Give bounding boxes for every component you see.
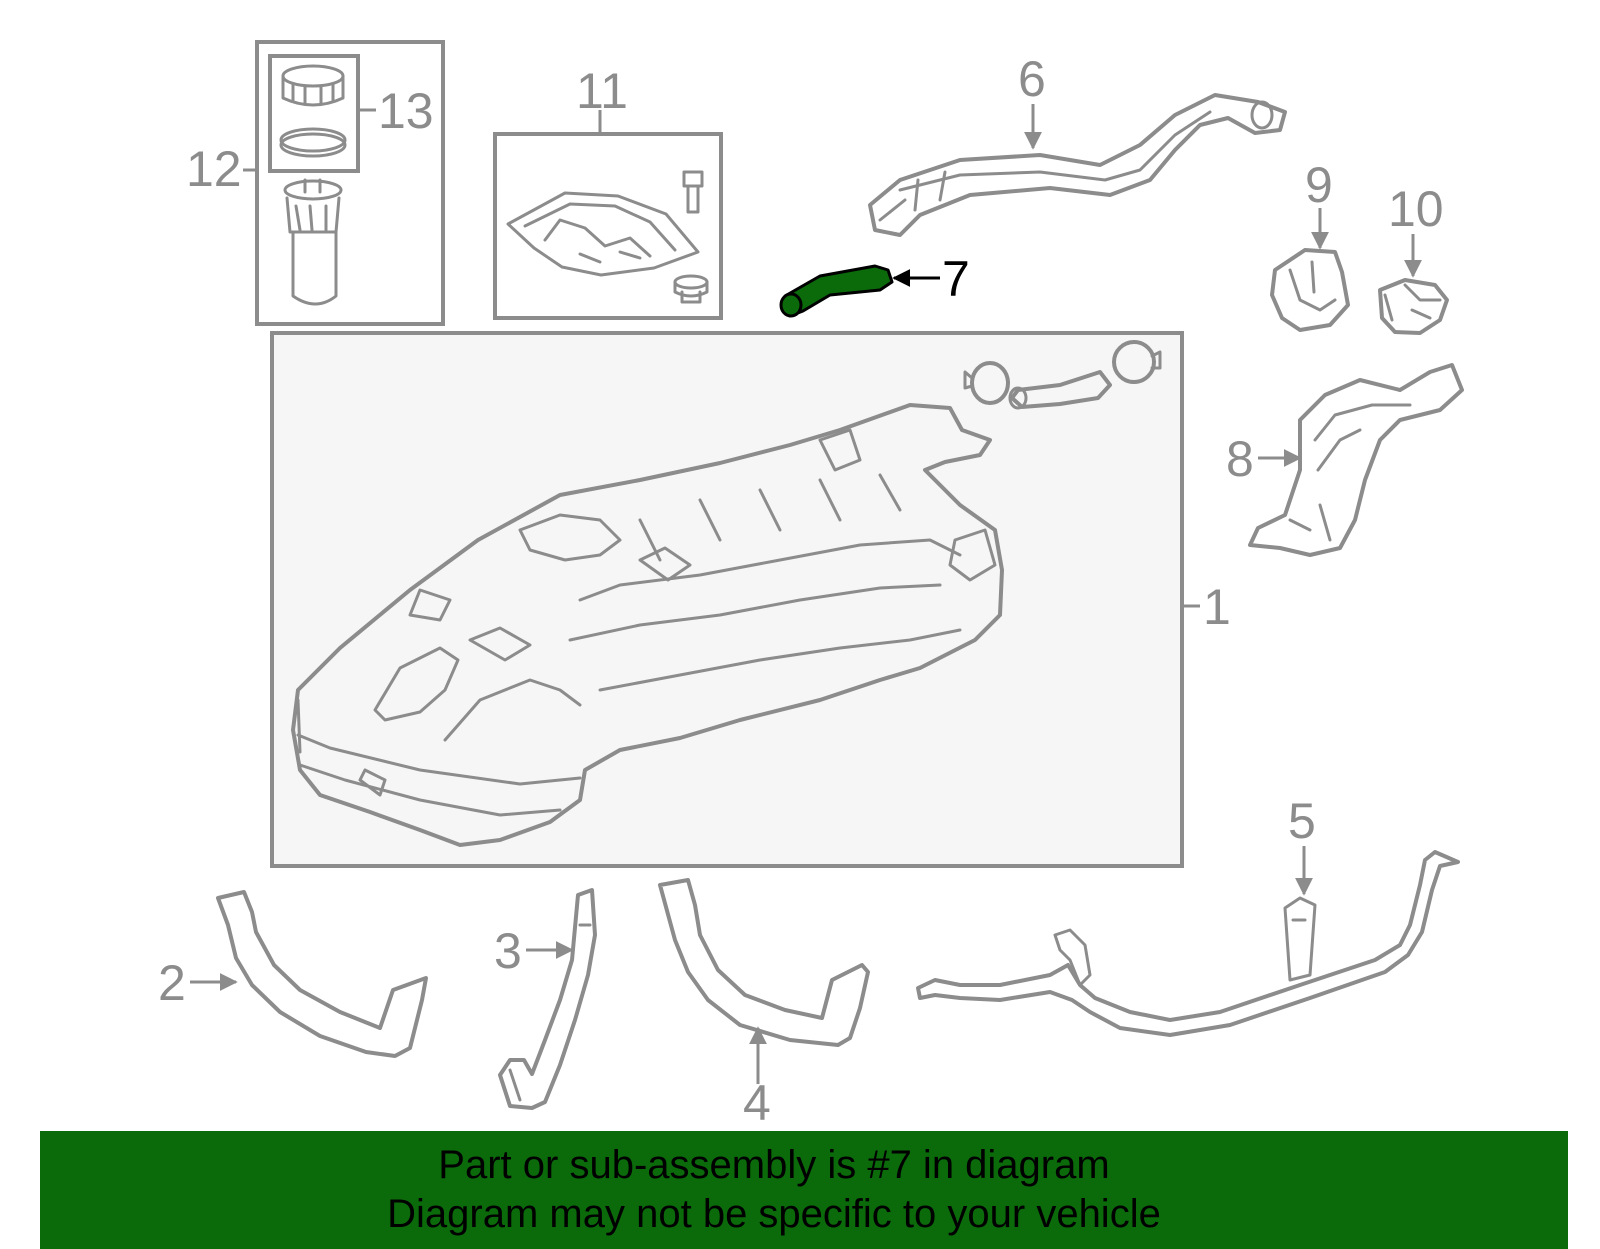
callout-2: 2	[158, 955, 186, 1011]
info-banner: Part or sub-assembly is #7 in diagram Di…	[40, 1131, 1568, 1249]
strap-3-icon	[498, 888, 597, 1110]
filler-pipe-group: 6	[868, 51, 1287, 237]
strap-4-icon	[658, 878, 870, 1047]
nut-icon	[673, 274, 709, 304]
callout-12: 12	[186, 141, 242, 197]
callout-10: 10	[1388, 181, 1444, 237]
part-11-box	[493, 132, 723, 320]
callout-4: 4	[743, 1075, 771, 1130]
callout-5: 5	[1288, 793, 1316, 849]
heat-shield-group: 11	[493, 63, 723, 320]
part-13-box	[268, 54, 360, 173]
strap-2-icon	[216, 890, 428, 1058]
part-1-box	[270, 331, 1184, 868]
callout-9: 9	[1305, 157, 1333, 213]
fuel-tank-group: 1	[270, 331, 1231, 868]
banner-line-1: Part or sub-assembly is #7 in diagram	[438, 1143, 1110, 1187]
part-8-group: 8	[1226, 363, 1464, 557]
parts-9-10-group: 9 10	[1270, 157, 1449, 335]
fuel-line-icon	[916, 850, 1460, 1037]
part-4-group: 4	[658, 878, 870, 1130]
fuel-pump-icon	[283, 178, 343, 306]
fuel-cap-icon	[1378, 278, 1449, 335]
parts-diagram: 12 13 11 6	[158, 40, 1464, 1130]
callout-8: 8	[1226, 431, 1254, 487]
part-3-group: 3	[494, 888, 597, 1110]
part-7-hose-group[interactable]: 7	[779, 251, 970, 318]
seal-ring-icon	[279, 127, 347, 158]
clamp-right-icon	[1112, 340, 1162, 384]
callout-7: 7	[942, 251, 970, 307]
callout-6: 6	[1018, 51, 1046, 107]
heat-shield-icon	[506, 191, 700, 277]
fuel-tank-icon	[291, 340, 1162, 847]
part-12-box	[255, 40, 445, 326]
callout-13: 13	[378, 83, 434, 139]
clamp-left-icon	[963, 361, 1010, 405]
bolt-icon	[682, 170, 704, 214]
callout-11: 11	[576, 63, 628, 119]
banner-line-2: Diagram may not be specific to your vehi…	[387, 1192, 1161, 1236]
part-5-group: 5	[916, 793, 1460, 1037]
fuel-pump-module-group: 12 13	[186, 40, 445, 326]
filler-housing-icon	[1270, 248, 1350, 332]
part-2-group: 2	[158, 890, 428, 1058]
callout-1: 1	[1203, 579, 1231, 635]
filler-guard-icon	[1248, 363, 1464, 557]
filler-pipe-icon	[868, 93, 1287, 237]
callout-3: 3	[494, 923, 522, 979]
inner-hose-icon	[963, 340, 1162, 410]
lock-ring-icon	[281, 64, 345, 107]
